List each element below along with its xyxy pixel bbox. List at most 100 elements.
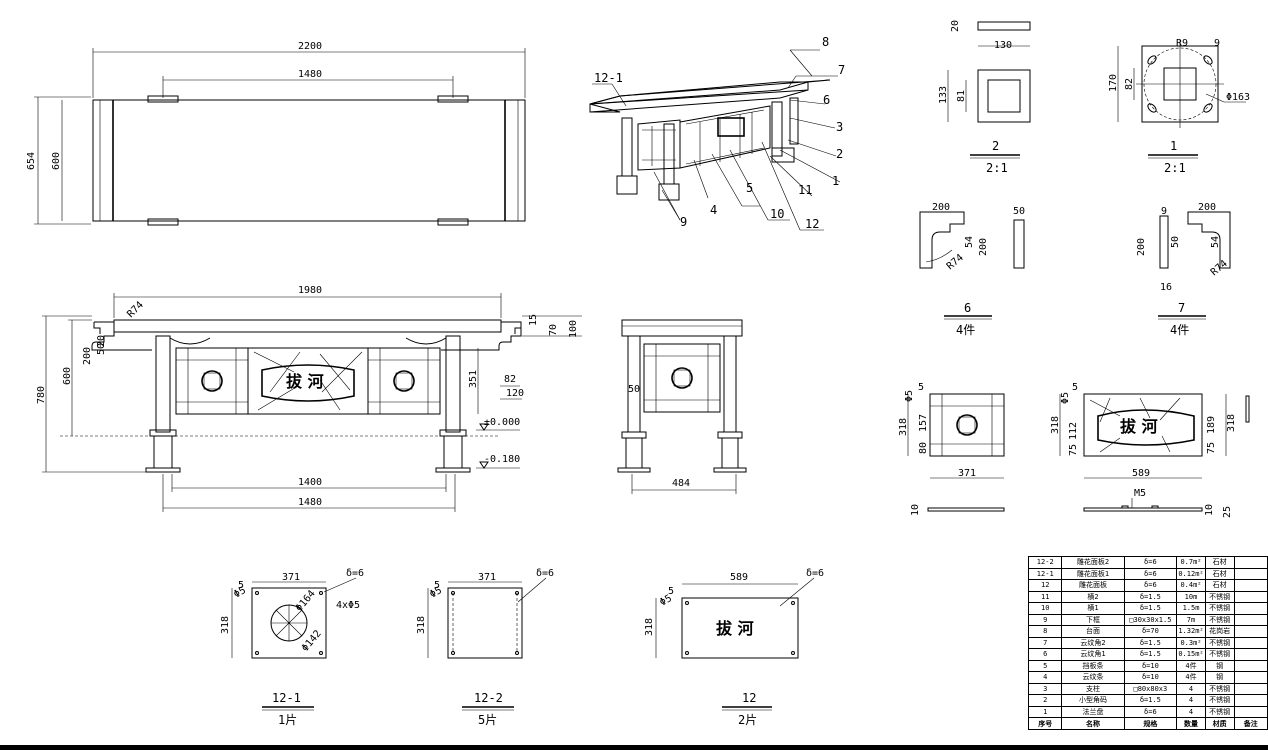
pl-dim-dia: Φ5 bbox=[1060, 392, 1071, 404]
bom-row-cell: 10m bbox=[1176, 590, 1206, 603]
bom-row-cell: 3 bbox=[1027, 682, 1063, 695]
pl-dim-318b: 318 bbox=[1226, 414, 1237, 432]
bom-header-cell: 规格 bbox=[1123, 717, 1178, 730]
bom-row-cell: 1.32m² bbox=[1176, 625, 1206, 638]
p1-dim-dia: Φ163 bbox=[1226, 92, 1250, 103]
part-2-view: 20 130 133 81 2 2:1 bbox=[938, 20, 1031, 175]
p12-qty: 2片 bbox=[738, 713, 757, 727]
p7-dim-200: 200 bbox=[1198, 202, 1216, 213]
bom-row-cell: 0.4m² bbox=[1176, 579, 1206, 592]
plate-12-2-view: 371 5 Φ5 δ=6 318 12-2 5片 bbox=[416, 568, 554, 727]
ps-dim-318: 318 bbox=[898, 418, 909, 436]
bom-row-cell bbox=[1233, 659, 1268, 672]
dim-front-351: 351 bbox=[468, 370, 479, 388]
p6-dim-54: 54 bbox=[964, 236, 975, 248]
p1-dim-170: 170 bbox=[1108, 74, 1119, 92]
bom-row-cell bbox=[1233, 579, 1268, 592]
part-6-view: 200 50 54 200 R74 6 4件 bbox=[919, 202, 1025, 337]
p6-dim-r: R74 bbox=[945, 252, 966, 272]
bom-row-cell: 雕花面板2 bbox=[1061, 556, 1125, 569]
bom-row-cell: 4 bbox=[1176, 705, 1206, 718]
p2-num: 2 bbox=[992, 139, 999, 153]
callout-12: 12 bbox=[805, 217, 819, 231]
callout-11: 11 bbox=[798, 183, 812, 197]
bom-row-cell: δ=6 bbox=[1123, 705, 1178, 718]
side-view: 50 484 bbox=[617, 319, 747, 494]
bom-row-cell: 小型角码 bbox=[1061, 694, 1125, 707]
pl-dim-5: 5 bbox=[1072, 382, 1078, 393]
bom-row-cell: 10 bbox=[1027, 602, 1063, 615]
bom-row-cell bbox=[1233, 671, 1268, 684]
dim-length: 2200 bbox=[298, 41, 322, 52]
bom-row-cell: 石材 bbox=[1204, 556, 1235, 569]
bom-row-cell: 8 bbox=[1027, 625, 1063, 638]
bom-row-cell: δ=6 bbox=[1123, 567, 1178, 580]
level-neg: -0.180 bbox=[484, 454, 520, 465]
callout-7: 7 bbox=[838, 63, 845, 77]
p2-dim-20: 20 bbox=[950, 20, 961, 32]
bom-row-cell: 支柱 bbox=[1061, 682, 1125, 695]
part-7-view: 9 200 200 50 54 16 R74 7 4件 bbox=[1136, 202, 1231, 337]
bom-row-cell: 不锈钢 bbox=[1204, 682, 1235, 695]
panel-small-view: 5 Φ5 157 318 80 371 10 bbox=[898, 382, 1005, 516]
p121-dim-5: 5 bbox=[238, 580, 244, 591]
bom-row-cell: 6 bbox=[1027, 648, 1063, 661]
bom-row-cell: 下框 bbox=[1061, 613, 1125, 626]
p121-num: 12-1 bbox=[272, 691, 301, 705]
p2-dim-130: 130 bbox=[994, 40, 1012, 51]
p7-qty: 4件 bbox=[1170, 323, 1189, 337]
bom-row-cell: δ=1.5 bbox=[1123, 590, 1178, 603]
bom-row-cell bbox=[1233, 648, 1268, 661]
p12-dim-589: 589 bbox=[730, 572, 748, 583]
ps-dim-dia: Φ5 bbox=[904, 390, 915, 402]
dim-front-1480: 1480 bbox=[298, 497, 322, 508]
p7-dim-54: 54 bbox=[1210, 236, 1221, 248]
ps-dim-5: 5 bbox=[918, 382, 924, 393]
p12-dim-dia5: Φ5 bbox=[658, 593, 674, 609]
callout-2: 2 bbox=[836, 147, 843, 161]
bom-row-cell: 12-2 bbox=[1027, 556, 1063, 569]
callout-9: 9 bbox=[680, 215, 687, 229]
top-view: 2200 1480 654 600 bbox=[26, 41, 526, 226]
pl-inscription: 拔 河 bbox=[1120, 417, 1158, 436]
p121-dim-dia142: Φ142 bbox=[300, 628, 324, 654]
p121-dim-371: 371 bbox=[282, 572, 300, 583]
dim-front-600: 600 bbox=[62, 367, 73, 385]
bom-row-cell: 4件 bbox=[1176, 671, 1206, 684]
bom-row-cell: δ=10 bbox=[1123, 671, 1178, 684]
dim-front-20: 20 bbox=[96, 335, 107, 347]
bom-header: 序号名称规格数量材质备注 bbox=[1027, 717, 1268, 730]
callout-8: 8 bbox=[822, 35, 829, 49]
bom-row-cell bbox=[1233, 682, 1268, 695]
level-zero: ±0.000 bbox=[484, 417, 520, 428]
bom-row-cell: 台面 bbox=[1061, 625, 1125, 638]
ps-dim-80: 80 bbox=[918, 442, 929, 454]
bom-row-cell: 1 bbox=[1027, 705, 1063, 718]
bom-row-cell: 0.15m² bbox=[1176, 648, 1206, 661]
bom-row-cell: 不锈钢 bbox=[1204, 705, 1235, 718]
bom-row-cell: 钢 bbox=[1204, 671, 1235, 684]
p1-dim-82: 82 bbox=[1124, 78, 1135, 90]
pl-dim-589: 589 bbox=[1132, 468, 1150, 479]
p122-dim-371: 371 bbox=[478, 572, 496, 583]
ps-dim-10: 10 bbox=[910, 504, 921, 516]
bom-row-cell: δ=70 bbox=[1123, 625, 1178, 638]
p121-dim-dia164: Φ164 bbox=[294, 588, 318, 614]
bom-row-cell: 12 bbox=[1027, 579, 1063, 592]
callout-1: 1 bbox=[832, 174, 839, 188]
bom-row-cell: 4 bbox=[1176, 682, 1206, 695]
bom-row-cell: 1.5m bbox=[1176, 602, 1206, 615]
iso-view: 12-1 8 7 6 3 2 1 11 12 10 5 4 9 bbox=[589, 35, 845, 231]
p7-dim-9: 9 bbox=[1161, 206, 1167, 217]
bom-header-cell: 材质 bbox=[1204, 717, 1235, 730]
panel-large-view: 拔 河 5 Φ5 318 112 75 189 75 318 589 M5 10… bbox=[1050, 382, 1250, 518]
pl-dim-10: 10 bbox=[1204, 504, 1215, 516]
bom-row-cell: 0.12m² bbox=[1176, 567, 1206, 580]
